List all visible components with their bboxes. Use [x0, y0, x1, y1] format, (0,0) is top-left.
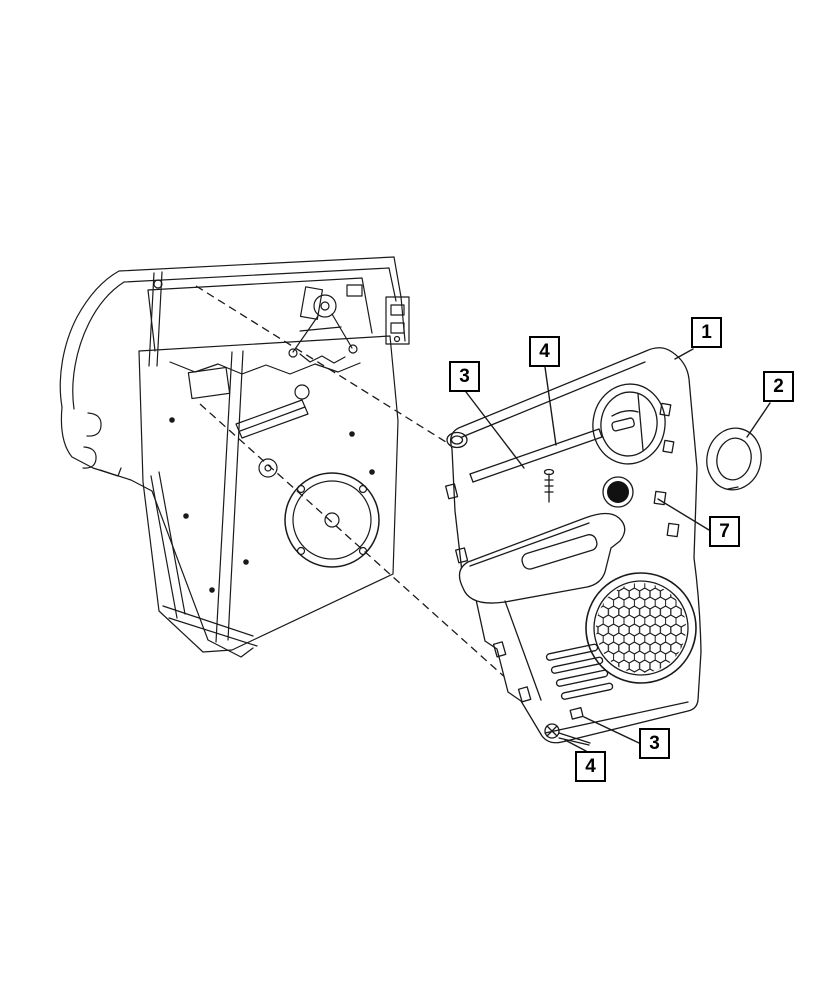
callout-1: 1: [691, 317, 722, 348]
screw-part: [543, 468, 555, 503]
callout-4-top: 4: [529, 336, 560, 367]
body-outer-edge: [59, 256, 395, 408]
callout-leader-lines: [465, 348, 771, 752]
leader-line-3-bottom: [583, 716, 640, 744]
leader-line-3-top: [465, 391, 525, 469]
projection-dashed-lines: [195, 285, 557, 724]
door-latch: [385, 296, 410, 345]
window-frame: [147, 277, 373, 334]
door-lower-edge: [151, 490, 254, 658]
inner-panel-boundary: [138, 335, 399, 653]
leader-line-4-top: [544, 366, 557, 446]
dashed-line-lower: [199, 403, 557, 724]
leader-line-4-bottom: [564, 739, 587, 752]
callout-3-top: 3: [449, 361, 480, 392]
leader-line-1: [674, 348, 694, 360]
speaker-grille: [585, 572, 697, 684]
window-regulator: [288, 284, 363, 364]
leader-line-7: [657, 498, 710, 531]
door-inner-structure-drawing: [59, 256, 410, 658]
door-speaker-opening: [284, 472, 380, 568]
body-inner-edge: [72, 267, 390, 410]
dashed-line-upper: [195, 285, 447, 443]
trim-strip-part: [469, 428, 603, 483]
hinge-bump-upper: [86, 412, 102, 437]
lock-knob-hole: [602, 476, 634, 508]
push-pin-part: [544, 707, 591, 746]
hinge-bump-lower: [82, 446, 97, 469]
callout-7: 7: [709, 516, 740, 547]
pull-cup: [446, 431, 468, 449]
leader-line-2: [746, 402, 771, 438]
retainer-clips: [445, 483, 680, 703]
callout-4-bottom: 4: [575, 751, 606, 782]
callout-3-bottom: 3: [639, 728, 670, 759]
door-hardware-details: [169, 361, 375, 593]
door-trim-panel-drawing: [445, 347, 762, 746]
handle-bezel-opening: [592, 383, 675, 465]
speaker-bezel-ring-part: [706, 427, 762, 491]
callout-2: 2: [763, 371, 794, 402]
